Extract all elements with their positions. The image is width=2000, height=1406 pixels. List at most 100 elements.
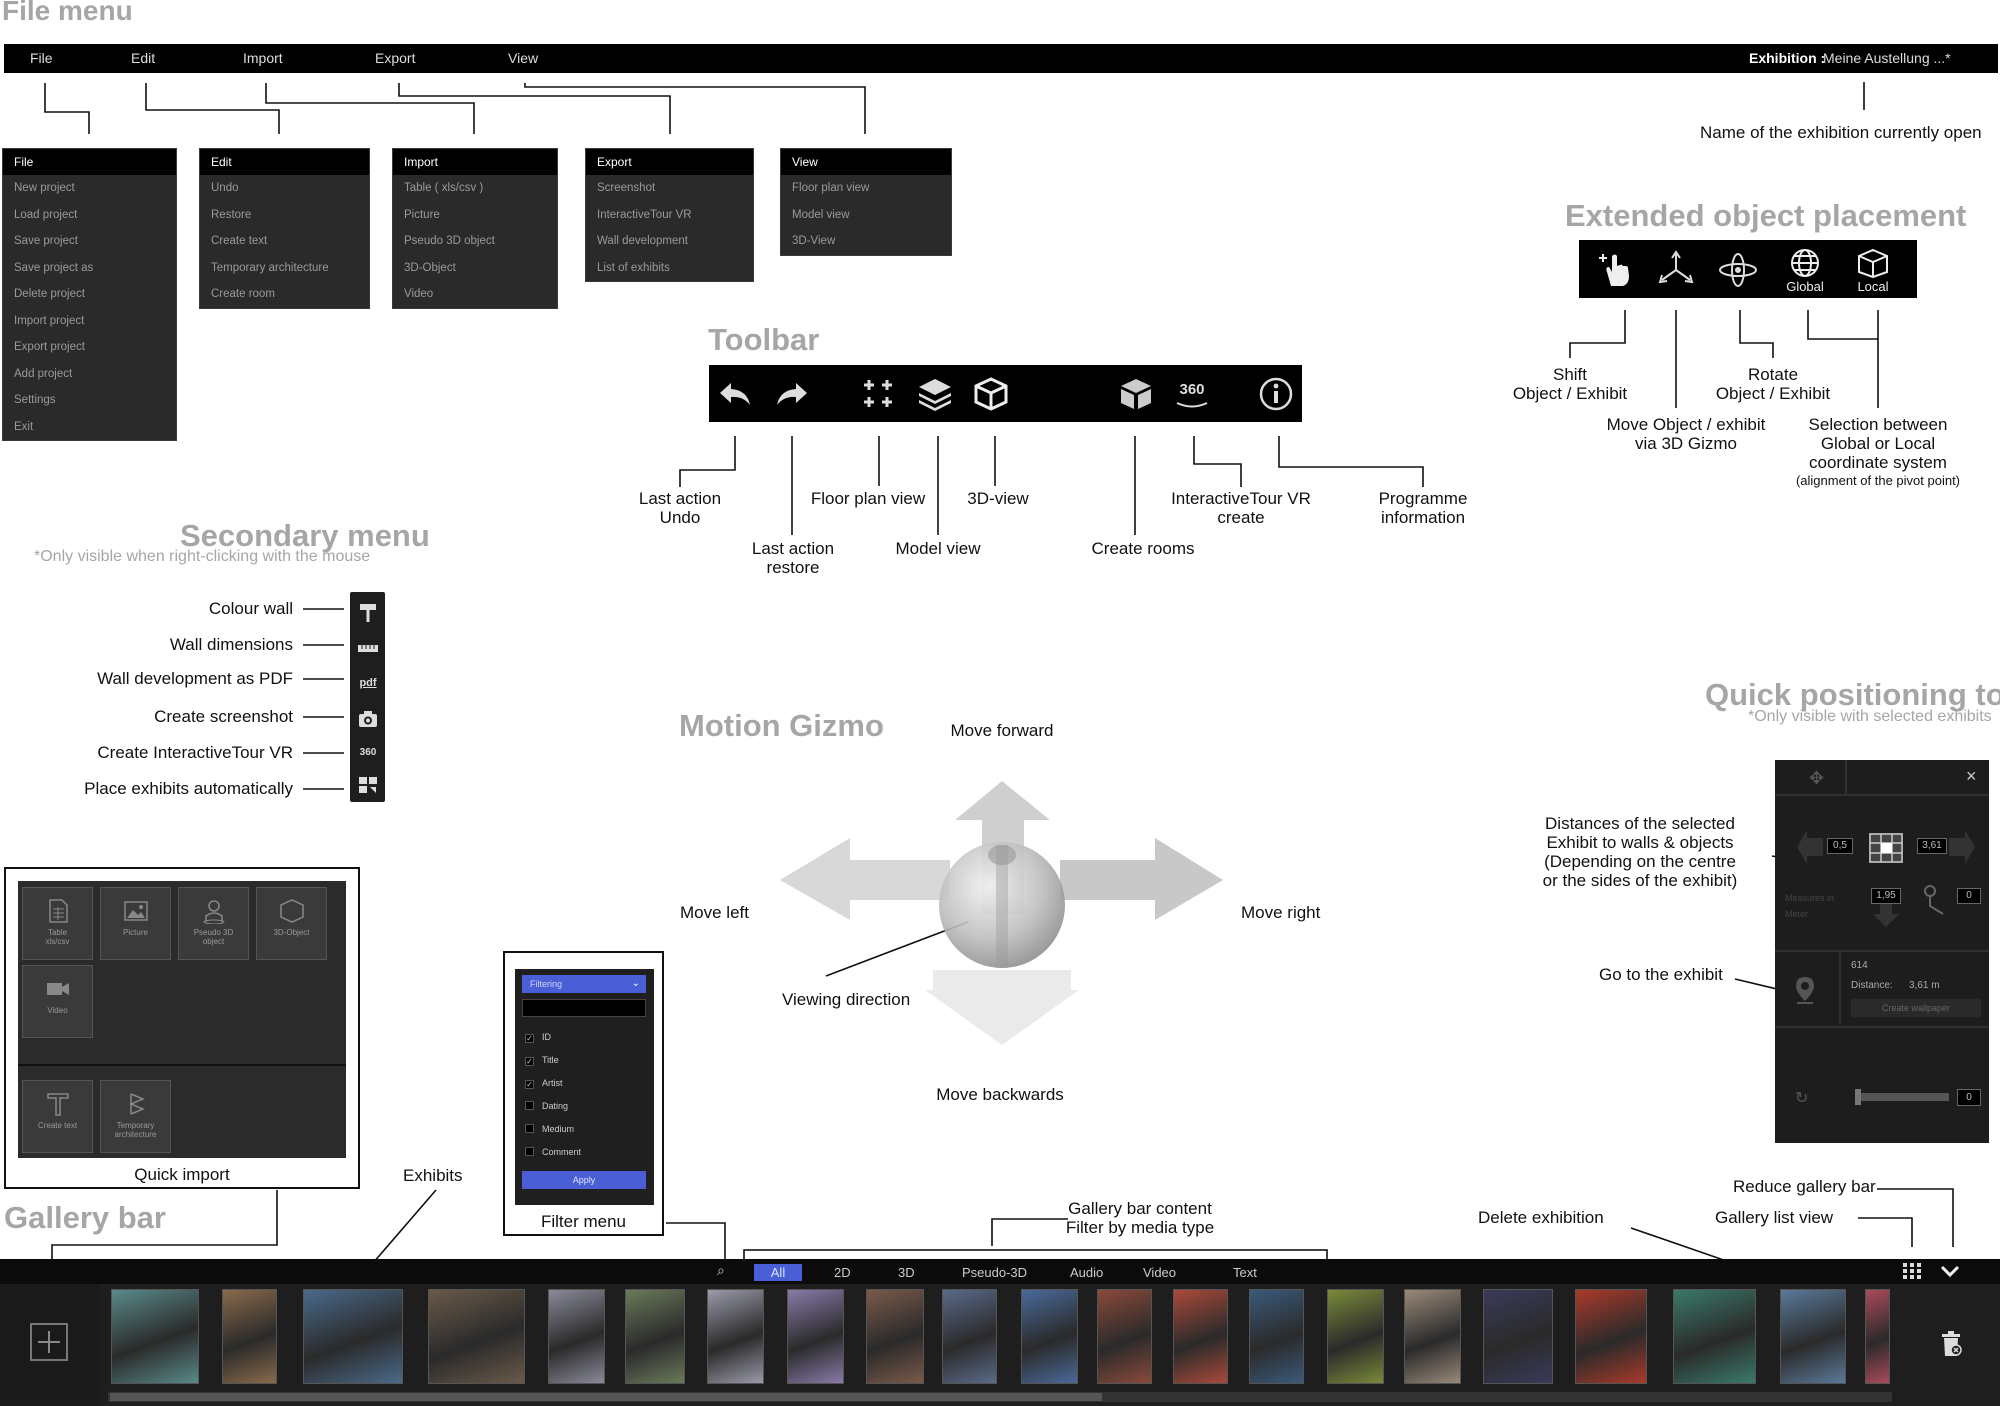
auto-place-icon[interactable]	[356, 774, 380, 796]
import-video-button[interactable]: Video	[22, 965, 93, 1038]
menu-item-video[interactable]: Video	[404, 288, 434, 300]
menu-item-table[interactable]: Table ( xls/csv )	[404, 182, 484, 194]
menu-item-settings[interactable]: Settings	[14, 394, 56, 406]
temporary-architecture-button[interactable]: Temporary architecture	[100, 1080, 171, 1153]
arrow-left-icon[interactable]	[1795, 828, 1825, 866]
exhibit-thumbnail[interactable]	[707, 1289, 764, 1384]
delete-trash-icon[interactable]	[1939, 1330, 1963, 1358]
vr-360-icon[interactable]: 360	[359, 747, 377, 758]
move-handle-icon[interactable]: ✥	[1809, 768, 1825, 788]
pivot-icon[interactable]	[1921, 884, 1949, 920]
model-view-layers-icon[interactable]	[917, 377, 953, 411]
tab-video[interactable]: Video	[1143, 1265, 1177, 1280]
local-button[interactable]: Local	[1851, 248, 1895, 293]
exhibit-thumbnail[interactable]	[1249, 1289, 1304, 1384]
menu-edit[interactable]: Edit	[131, 50, 156, 66]
right-distance-value[interactable]: 3,61	[1917, 838, 1947, 854]
menu-import[interactable]: Import	[243, 50, 283, 66]
menu-item-create-text[interactable]: Create text	[211, 235, 268, 247]
search-icon[interactable]: ⌕	[717, 1262, 725, 1278]
rotate-value[interactable]: 0	[1957, 1089, 1981, 1106]
side-distance-value[interactable]: 0	[1957, 888, 1981, 904]
move-backward-arrow[interactable]	[925, 970, 1079, 1045]
menu-item-3d-view[interactable]: 3D-View	[792, 235, 836, 247]
tab-pseudo-3d[interactable]: Pseudo-3D	[962, 1265, 1028, 1280]
menu-item-model-view[interactable]: Model view	[792, 208, 850, 221]
tab-2d[interactable]: 2D	[834, 1265, 851, 1280]
left-distance-value[interactable]: 0,5	[1827, 838, 1853, 854]
exhibit-thumbnail[interactable]	[1673, 1289, 1756, 1384]
menu-item-3d-object[interactable]: 3D-Object	[404, 261, 456, 274]
rotate-icon[interactable]: ↻	[1795, 1090, 1809, 1107]
exhibit-thumbnail[interactable]	[1483, 1289, 1553, 1384]
tab-all[interactable]: All	[754, 1264, 802, 1281]
redo-icon[interactable]	[774, 377, 810, 411]
menu-item-new-project[interactable]: New project	[14, 182, 75, 194]
shift-hand-icon[interactable]	[1593, 248, 1637, 290]
import-pseudo3d-button[interactable]: Pseudo 3D object	[178, 887, 249, 960]
menu-item-exit[interactable]: Exit	[14, 420, 34, 433]
3d-view-cube-icon[interactable]	[973, 377, 1009, 411]
menu-item-save-project[interactable]: Save project	[14, 235, 78, 247]
arrow-down-icon[interactable]	[1871, 904, 1901, 928]
exhibit-thumbnail[interactable]	[1021, 1289, 1078, 1384]
floor-plan-icon[interactable]	[860, 377, 896, 411]
paint-roller-icon[interactable]	[356, 602, 380, 624]
viewing-direction-sphere[interactable]	[939, 842, 1065, 968]
filter-dropdown[interactable]: Filtering ⌄	[522, 975, 646, 993]
move-left-arrow[interactable]	[780, 838, 950, 920]
create-text-button[interactable]: Create text	[22, 1080, 93, 1153]
position-grid-icon[interactable]	[1869, 833, 1903, 863]
collapse-chevron-icon[interactable]	[1940, 1264, 1960, 1278]
menu-item-add-project[interactable]: Add project	[14, 367, 73, 380]
camera-icon[interactable]	[356, 708, 380, 730]
apply-button[interactable]: Apply	[522, 1171, 646, 1189]
move-gizmo-icon[interactable]	[1654, 248, 1698, 290]
exhibit-thumbnail[interactable]	[1097, 1289, 1152, 1384]
create-wallpaper-button[interactable]: Create wallpaper	[1851, 999, 1981, 1017]
menu-export[interactable]: Export	[375, 50, 416, 66]
exhibit-thumbnail[interactable]	[222, 1289, 277, 1384]
filter-option[interactable]: ✓Title	[525, 1053, 559, 1067]
menu-item-delete-project[interactable]: Delete project	[14, 288, 85, 300]
menu-item-pseudo-3d[interactable]: Pseudo 3D object	[404, 235, 495, 247]
exhibit-thumbnail[interactable]	[1404, 1289, 1461, 1384]
import-3d-object-button[interactable]: 3D-Object	[256, 887, 327, 960]
tab-3d[interactable]: 3D	[898, 1265, 915, 1280]
import-picture-button[interactable]: Picture	[100, 887, 171, 960]
menu-file[interactable]: File	[30, 50, 53, 66]
filter-option[interactable]: ✓Artist	[525, 1076, 563, 1090]
menu-item-wall-development[interactable]: Wall development	[597, 235, 688, 247]
menu-item-load-project[interactable]: Load project	[14, 208, 78, 221]
menu-item-interactivetour-vr[interactable]: InteractiveTour VR	[597, 208, 692, 221]
exhibit-thumbnail[interactable]	[787, 1289, 844, 1384]
measure-icon[interactable]	[356, 637, 380, 659]
bottom-distance-value[interactable]: 1,95	[1871, 888, 1901, 904]
exhibit-thumbnail[interactable]	[1327, 1289, 1384, 1384]
filter-search-input[interactable]	[522, 999, 646, 1017]
menu-item-temporary-architecture[interactable]: Temporary architecture	[211, 261, 329, 274]
add-exhibit-button[interactable]	[30, 1323, 68, 1361]
location-pin-icon[interactable]	[1793, 975, 1817, 1005]
rotate-gizmo-icon[interactable]	[1716, 248, 1760, 290]
exhibit-thumbnail[interactable]	[1780, 1289, 1846, 1384]
exhibit-thumbnail[interactable]	[548, 1289, 605, 1384]
menu-item-save-project-as[interactable]: Save project as	[14, 261, 94, 274]
move-right-arrow[interactable]	[1060, 838, 1223, 920]
filter-option[interactable]: Dating	[525, 1099, 568, 1113]
exhibit-thumbnail[interactable]	[303, 1289, 403, 1384]
create-rooms-icon[interactable]	[1118, 377, 1154, 411]
filter-option[interactable]: Medium	[525, 1122, 574, 1136]
rotate-slider-handle[interactable]	[1855, 1089, 1861, 1105]
exhibit-thumbnail[interactable]	[1575, 1289, 1647, 1384]
global-button[interactable]: Global	[1783, 248, 1827, 293]
undo-icon[interactable]	[717, 377, 753, 411]
exhibit-thumbnail[interactable]	[866, 1289, 924, 1384]
close-icon[interactable]: ×	[1966, 766, 1977, 786]
menu-item-import-project[interactable]: Import project	[14, 314, 85, 327]
menu-item-floor-plan-view[interactable]: Floor plan view	[792, 182, 870, 194]
menu-item-export-project[interactable]: Export project	[14, 341, 85, 353]
pdf-icon[interactable]: pdf	[359, 677, 377, 689]
tab-text[interactable]: Text	[1233, 1265, 1257, 1280]
menu-item-picture[interactable]: Picture	[404, 208, 440, 221]
